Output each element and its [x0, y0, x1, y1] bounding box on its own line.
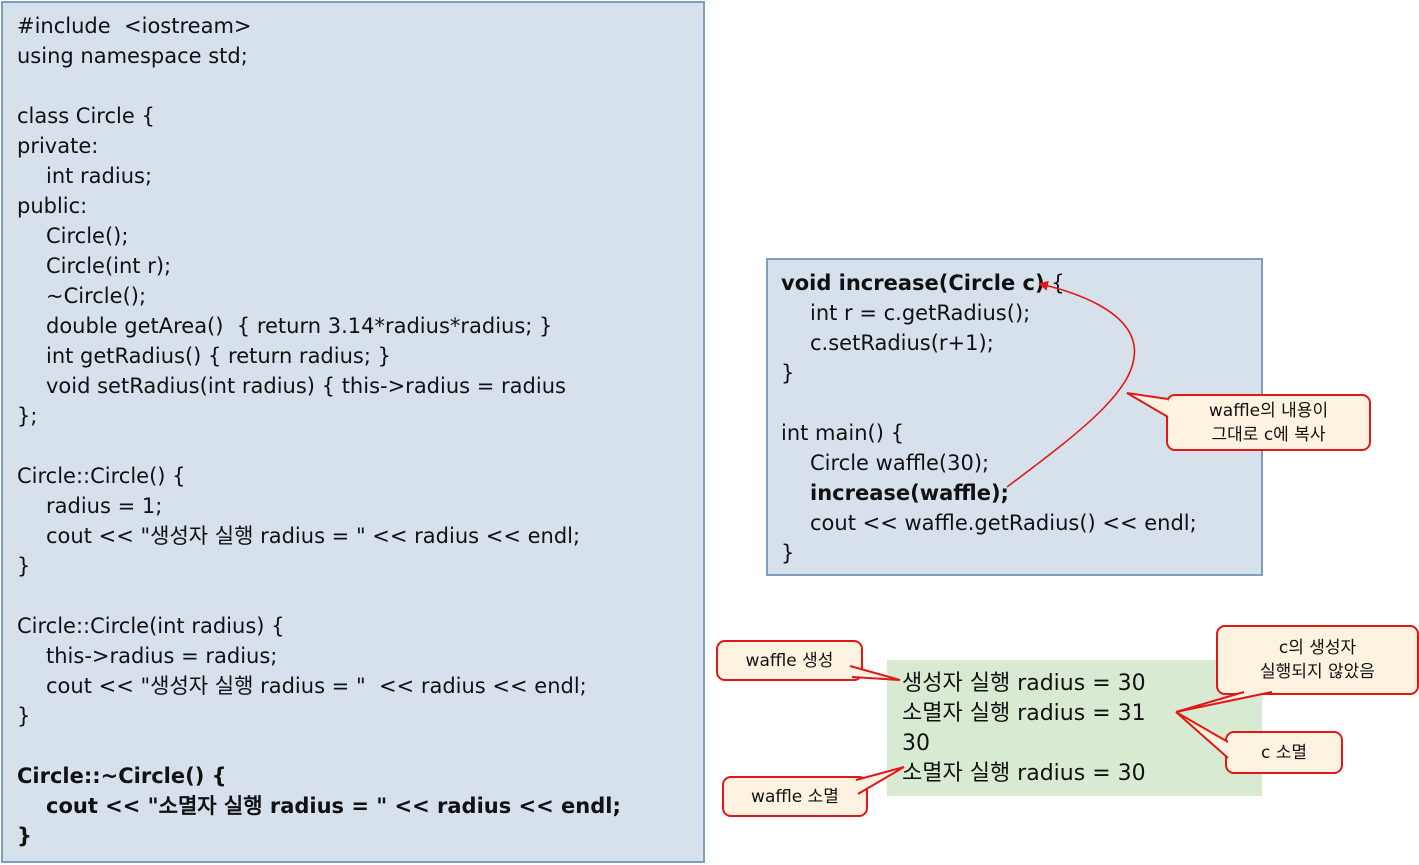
class-code-line: }: [17, 824, 32, 848]
output-line: 소멸자 실행 radius = 30: [902, 761, 1146, 786]
main-code-line: void increase(Circle c) {: [781, 268, 1065, 298]
callout-waffle-create-line-1: waffle 생성: [745, 650, 834, 671]
main-code-line: int main() {: [781, 421, 904, 445]
output-line: 30: [902, 731, 930, 756]
class-code-line: private:: [17, 134, 99, 158]
main-code-line: increase(waffle);: [810, 481, 1009, 505]
class-code-line: cout << "생성자 실행 radius = " << radius << …: [46, 674, 587, 698]
callout-c-destroy: c 소멸: [1225, 731, 1343, 774]
callout-waffle-create: waffle 생성: [716, 640, 863, 681]
callout-copy: waffle의 내용이 그대로 c에 복사: [1166, 394, 1371, 451]
class-code-line: Circle(int r);: [46, 254, 172, 278]
class-code-line: };: [17, 404, 38, 428]
class-code-line: double getArea() { return 3.14*radius*ra…: [46, 314, 553, 338]
class-code-panel: #include <iostream> using namespace std; c…: [1, 1, 705, 863]
class-code-line: ~Circle();: [46, 284, 147, 308]
callout-waffle-destroy: waffle 소멸: [722, 776, 868, 817]
class-code-line: public:: [17, 194, 88, 218]
class-code-line: Circle::Circle() {: [17, 464, 186, 488]
class-code-line: int getRadius() { return radius; }: [46, 344, 391, 368]
class-code-line: cout << "생성자 실행 radius = " << radius << …: [46, 524, 581, 548]
class-code-line: int radius;: [46, 164, 153, 188]
output-line: 소멸자 실행 radius = 31: [902, 701, 1146, 726]
main-code-line-bold: void increase(Circle c): [781, 271, 1045, 295]
main-code-line: int r = c.getRadius();: [810, 301, 1031, 325]
main-code-line: c.setRadius(r+1);: [810, 331, 994, 355]
class-code-line: Circle();: [46, 224, 129, 248]
callout-c-destroy-line-1: c 소멸: [1260, 742, 1308, 763]
class-code-line: }: [17, 704, 31, 728]
callout-c-ctor-not-run: c의 생성자 실행되지 않았음: [1216, 625, 1419, 695]
main-code-line: }: [781, 361, 795, 385]
callout-c-ctor-line-2: 실행되지 않았음: [1260, 662, 1375, 682]
callout-c-ctor-line-1: c의 생성자: [1278, 638, 1357, 658]
class-code-line: Circle::Circle(int radius) {: [17, 614, 285, 638]
main-code-line: Circle waffle(30);: [810, 451, 990, 475]
callout-copy-line-1: waffle의 내용이: [1208, 400, 1329, 421]
class-code-line: void setRadius(int radius) { this->radiu…: [46, 374, 566, 398]
output-panel: 생성자 실행 radius = 30 소멸자 실행 radius = 31 30 소멸…: [887, 660, 1262, 796]
class-code-line: this->radius = radius;: [46, 644, 278, 668]
main-code-line: }: [781, 541, 795, 565]
class-code-line: Circle::~Circle() {: [17, 764, 227, 788]
class-code-line: cout << "소멸자 실행 radius = " << radius << …: [46, 794, 621, 818]
class-code-line: #include <iostream>: [17, 14, 252, 38]
class-code-line: using namespace std;: [17, 44, 248, 68]
main-code-line: cout << waffle.getRadius() << endl;: [810, 511, 1197, 535]
callout-waffle-destroy-line-1: waffle 소멸: [751, 786, 839, 807]
callout-copy-line-2: 그대로 c에 복사: [1211, 424, 1326, 445]
class-code-line: class Circle {: [17, 104, 155, 128]
class-code-line: radius = 1;: [46, 494, 163, 518]
main-code-line-rest: {: [1044, 271, 1065, 295]
output-line: 생성자 실행 radius = 30: [902, 671, 1146, 696]
class-code-line: }: [17, 554, 31, 578]
